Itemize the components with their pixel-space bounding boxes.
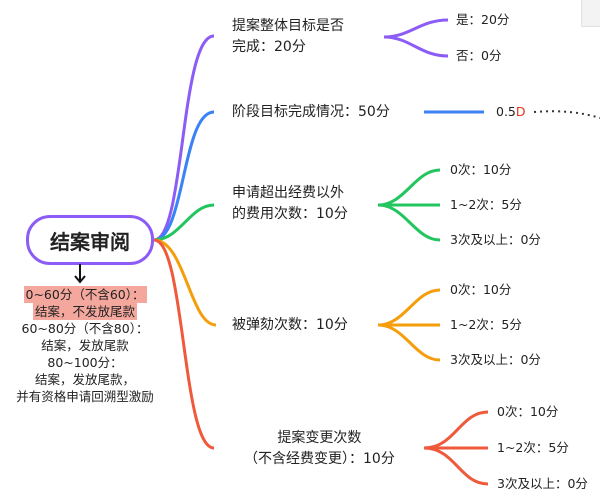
- edge-root-to-branch-4: [153, 238, 217, 327]
- branch-4-line-1: 被弹劾次数：10分: [232, 317, 348, 333]
- edge-root-to-branch-3: [153, 203, 215, 242]
- dotted-connector: [533, 110, 600, 119]
- branch-3-line-2: 的费用次数：10分: [232, 206, 348, 222]
- branch-2-child-1[interactable]: 0.5D: [496, 104, 526, 120]
- note-line-2a: 60~80分（不含80）：: [21, 321, 149, 336]
- branch-1-line-1: 提案整体目标是否: [232, 18, 344, 34]
- edge-panel-handle[interactable]: [581, 0, 600, 27]
- edge-branch-1-child-2: [383, 35, 449, 58]
- branch-3-child-1[interactable]: 0次：10分: [450, 162, 512, 177]
- branch-node-3[interactable]: 申请超出经费以外 的费用次数：10分: [232, 183, 348, 225]
- arrow-down-icon: [74, 264, 86, 284]
- branch-1-child-2[interactable]: 否：0分: [456, 48, 502, 63]
- note-line-3c: 并有资格申请回溯型激励: [16, 389, 154, 404]
- branch-4-child-3[interactable]: 3次及以上：0分: [450, 352, 541, 367]
- branch-4-child-2[interactable]: 1~2次：5分: [450, 317, 522, 332]
- branch-2-line-1: 阶段目标完成情况：50分: [232, 104, 390, 120]
- branch-5-child-2[interactable]: 1~2次：5分: [497, 440, 569, 455]
- branch-5-child-1[interactable]: 0次：10分: [497, 404, 559, 419]
- branch-1-child-1[interactable]: 是：20分: [456, 12, 510, 27]
- root-label: 结案审阅: [50, 229, 130, 254]
- branch-5-line-1: 提案变更次数: [277, 430, 362, 446]
- branch-3-child-2[interactable]: 1~2次：5分: [450, 197, 522, 212]
- branch-5-line-2: （不含经费变更）：10分: [244, 451, 395, 467]
- branch-2-child-1-suffix: D: [515, 104, 526, 119]
- note-line-1a: 0~60分（不含60）：: [23, 286, 147, 303]
- edge-branch-5-child-3: [423, 446, 489, 486]
- edge-branch-3-child-3: [377, 203, 441, 242]
- edge-branch-5-child-1: [423, 410, 489, 450]
- branch-2-child-1-value: 0.5: [496, 104, 516, 119]
- branch-node-2[interactable]: 阶段目标完成情况：50分: [232, 102, 390, 123]
- root-node[interactable]: 结案审阅: [26, 215, 154, 265]
- branch-1-line-2: 完成：20分: [232, 39, 306, 55]
- root-notes: 0~60分（不含60）： 结案，不发放尾款 60~80分（不含80）： 结案，发…: [0, 286, 170, 405]
- branch-3-child-3[interactable]: 3次及以上：0分: [450, 232, 541, 247]
- branch-5-child-3[interactable]: 3次及以上：0分: [497, 476, 588, 491]
- edge-branch-4-child-3: [377, 323, 441, 362]
- branch-3-line-1: 申请超出经费以外: [232, 185, 344, 201]
- branch-4-child-1[interactable]: 0次：10分: [450, 282, 512, 297]
- edge-root-to-branch-5: [153, 238, 215, 450]
- branch-node-5[interactable]: 提案变更次数 （不含经费变更）：10分: [244, 428, 395, 470]
- branch-node-4[interactable]: 被弹劾次数：10分: [232, 315, 348, 336]
- note-line-3b: 结案，发放尾款，: [34, 372, 135, 387]
- note-line-3a: 80~100分：: [47, 355, 123, 370]
- branch-node-1[interactable]: 提案整体目标是否 完成：20分: [232, 16, 344, 58]
- note-line-1b: 结案，不发放尾款: [32, 303, 137, 320]
- edge-root-to-branch-2: [153, 110, 215, 242]
- edge-root-to-branch-1: [153, 34, 215, 242]
- note-line-2b: 结案，发放尾款: [41, 338, 129, 353]
- edge-branch-3-child-1: [377, 168, 441, 207]
- edge-branch-1-child-1: [383, 18, 449, 39]
- edge-branch-4-child-1: [377, 288, 441, 327]
